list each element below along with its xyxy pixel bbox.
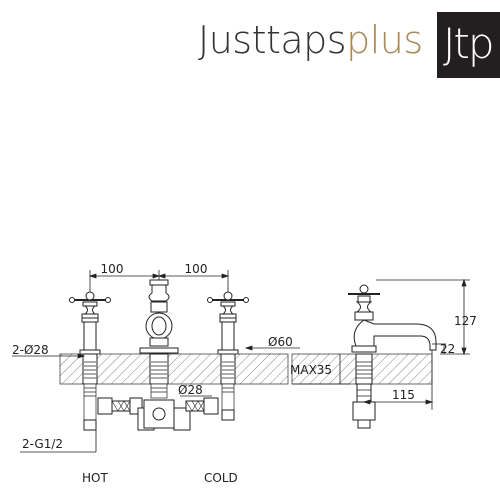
hot-valve — [69, 291, 111, 355]
brand-name-part2: plus — [346, 18, 423, 62]
label-dim-right: 100 — [185, 262, 208, 276]
dimension-max-thickness — [292, 354, 350, 385]
side-view — [291, 278, 470, 429]
threaded-shanks — [83, 361, 235, 421]
leader-lines — [12, 345, 300, 453]
connector-hoses — [83, 397, 235, 431]
cold-valve — [207, 291, 249, 355]
front-view — [12, 270, 300, 453]
label-thread-dia: 2-Ø28 — [12, 343, 49, 357]
label-hot: HOT — [82, 471, 108, 485]
brand-wordmark: Justtapsplus — [198, 16, 423, 64]
label-dim-left: 100 — [101, 262, 124, 276]
label-height: 127 — [454, 314, 477, 328]
brand-logo: Jtp — [437, 12, 500, 78]
label-spout-height: 22 — [440, 342, 455, 356]
dimension-height — [376, 278, 470, 356]
dimension-projection — [362, 350, 434, 410]
label-center-dia: Ø28 — [178, 383, 203, 397]
deck-section — [59, 353, 289, 385]
dimension-spout-height — [432, 343, 446, 354]
label-projection: 115 — [392, 388, 415, 402]
label-max-thickness: MAX35 — [290, 363, 332, 377]
brand-logo-text: Jtp — [443, 19, 494, 68]
label-spout-dia: Ø60 — [268, 335, 293, 349]
label-inlet: 2-G1/2 — [22, 437, 63, 451]
spout — [139, 279, 179, 354]
dimension-labels: 100 100 2-Ø28 Ø60 Ø28 2-G1/2 HOT COLD 12… — [12, 262, 477, 485]
brand-name-part1: Justtaps — [198, 18, 347, 62]
label-cold: COLD — [204, 471, 238, 485]
